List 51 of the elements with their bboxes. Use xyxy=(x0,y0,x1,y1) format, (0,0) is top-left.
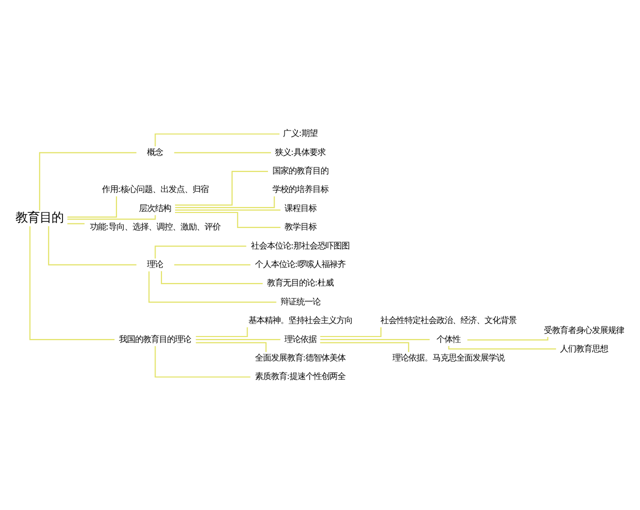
connector xyxy=(175,208,280,210)
node-text: 个人本位论:啰嗦人福禄齐 xyxy=(254,258,346,268)
node-text: 狭义:具体要求 xyxy=(274,146,326,156)
node-text: 人们教育思想 xyxy=(560,342,608,353)
node-text: 全面发展教育:德智体美体 xyxy=(254,352,346,362)
node-text: 社会性特定社会政治、经济、文化背景 xyxy=(380,314,516,325)
connector xyxy=(196,342,267,352)
connector xyxy=(196,326,248,337)
connector xyxy=(320,326,382,337)
connector xyxy=(67,214,156,220)
connector xyxy=(320,342,410,352)
node-text: 理论依据。马克思全面发展学说 xyxy=(392,352,504,362)
connector xyxy=(154,346,250,378)
connector xyxy=(67,222,85,224)
connector xyxy=(175,170,268,206)
connector xyxy=(320,338,430,340)
connector xyxy=(39,152,136,210)
node-text: 层次结构 xyxy=(139,202,172,212)
node-text: 受教育者身心发展规律 xyxy=(544,324,624,334)
connector xyxy=(67,196,118,218)
connector xyxy=(175,196,275,208)
node-text: 个体性 xyxy=(436,333,460,344)
node-text: 我国的教育目的理论 xyxy=(119,333,192,344)
connector xyxy=(448,346,556,350)
node-text: 理论依据 xyxy=(284,333,316,344)
node-text: 学校的培养目标 xyxy=(272,184,328,194)
node-text: 广义:期望 xyxy=(282,128,318,138)
connector xyxy=(174,211,280,228)
node-text: 国家的教育目的 xyxy=(272,165,328,176)
node-text: 基本精神。坚持社会主义方向 xyxy=(248,314,352,325)
node-text: 作用:核心问题、出发点、归宿 xyxy=(102,184,209,194)
node-text: 功能:导向、选择、调控、激励、评价 xyxy=(90,221,221,232)
connector xyxy=(48,226,136,265)
node-text: 教育目的 xyxy=(15,209,64,224)
node-text: 辩证统一论 xyxy=(280,296,320,306)
connector xyxy=(174,264,250,265)
connector xyxy=(196,338,280,340)
node-text: 教育无目的论:杜威 xyxy=(266,277,334,288)
node-text: 社会本位论:那社会恐吓图图 xyxy=(250,240,350,250)
node-text: 理论 xyxy=(147,258,164,268)
connector xyxy=(29,226,115,340)
node-text: 课程目标 xyxy=(284,202,316,212)
connector xyxy=(174,152,271,153)
connector xyxy=(148,270,276,302)
connector xyxy=(160,270,263,284)
node-text: 素质教育:提速个性创两全 xyxy=(254,370,346,381)
connector xyxy=(154,132,280,146)
connector xyxy=(467,336,548,340)
connector xyxy=(154,245,246,258)
node-text: 概念 xyxy=(147,146,164,156)
node-text: 教学目标 xyxy=(284,221,316,232)
